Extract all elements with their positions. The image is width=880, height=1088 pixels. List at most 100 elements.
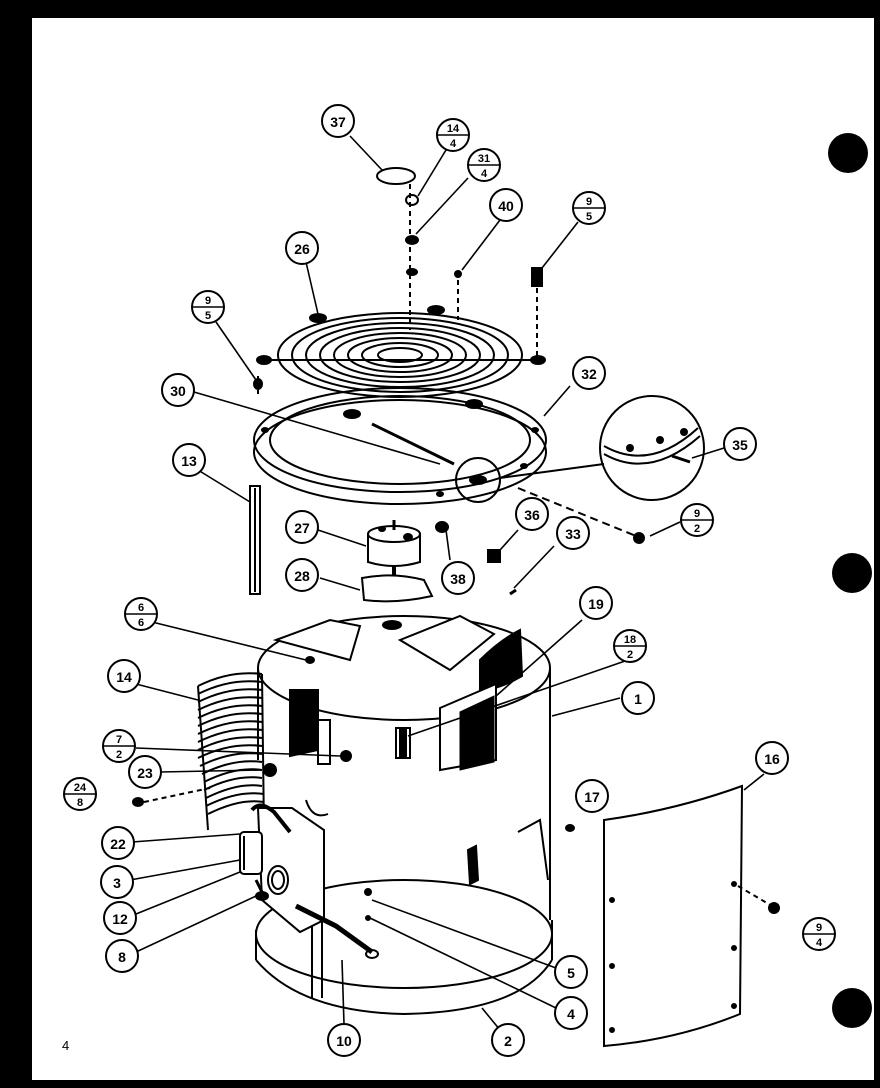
callout-35: 35 [723, 427, 757, 461]
callout-label: 4 [567, 1006, 575, 1022]
fan-motor [367, 520, 421, 600]
registration-dot-bottom [832, 988, 872, 1028]
callout-24-8: 24 8 [63, 777, 97, 811]
part-screw [454, 270, 462, 278]
callout-19: 19 [579, 586, 613, 620]
callout-label: 37 [330, 114, 346, 130]
callout-9-5-left: 9 5 [191, 290, 225, 324]
callout-label: 2 [504, 1033, 512, 1049]
callout-label: 32 [581, 366, 597, 382]
rod [249, 485, 261, 595]
callout-top: 18 [624, 634, 636, 646]
part-cap [376, 167, 416, 185]
callout-1: 1 [621, 681, 655, 715]
part-washer [405, 235, 419, 245]
callout-16: 16 [755, 741, 789, 775]
callout-label: 14 [116, 669, 132, 685]
callout-40: 40 [489, 188, 523, 222]
callout-36: 36 [515, 497, 549, 531]
part-nut [405, 194, 419, 206]
callout-top: 7 [116, 734, 122, 746]
callout-label: 22 [110, 836, 126, 852]
callout-label: 19 [588, 596, 604, 612]
part-clip [487, 549, 501, 563]
callout-bottom: 2 [627, 649, 633, 661]
callout-32: 32 [572, 356, 606, 390]
callout-2: 2 [491, 1023, 525, 1057]
callout-top: 14 [447, 123, 460, 135]
callout-label: 33 [565, 526, 581, 542]
callout-bottom: 6 [138, 617, 144, 629]
callout-top: 9 [816, 922, 822, 934]
callout-label: 40 [498, 198, 514, 214]
callout-balloons: 37 14 4 31 4 40 9 5 26 [63, 104, 836, 1057]
callout-label: 23 [137, 765, 153, 781]
cabinet [255, 614, 553, 1016]
callout-top: 9 [205, 295, 211, 307]
top-ring [253, 387, 547, 505]
callout-bottom: 2 [694, 523, 700, 535]
callout-12: 12 [103, 901, 137, 935]
callout-top: 9 [586, 196, 592, 208]
leader-lines [129, 135, 765, 1031]
callout-bottom: 4 [450, 138, 457, 150]
callout-8: 8 [105, 939, 139, 973]
callout-label: 27 [294, 520, 310, 536]
callout-9-2: 9 2 [680, 503, 714, 537]
compressor-assembly [132, 750, 379, 959]
callout-label: 36 [524, 507, 540, 523]
callout-label: 30 [170, 383, 186, 399]
paper [32, 18, 874, 1080]
drawing-linework [132, 167, 780, 1048]
callout-14-4: 14 4 [436, 118, 470, 152]
part-washer-2 [406, 268, 418, 276]
callout-4: 4 [554, 996, 588, 1030]
callout-top: 31 [478, 153, 490, 165]
callout-17: 17 [575, 779, 609, 813]
callout-bottom: 2 [116, 749, 122, 761]
callout-6-6: 6 6 [124, 597, 158, 631]
callout-14: 14 [107, 659, 141, 693]
callout-9-5-upper: 9 5 [572, 191, 606, 225]
detail-magnifier [499, 395, 705, 501]
callout-label: 16 [764, 751, 780, 767]
callout-label: 38 [450, 571, 466, 587]
callout-label: 17 [584, 789, 600, 805]
callout-5: 5 [554, 955, 588, 989]
callout-37: 37 [321, 104, 355, 138]
callout-label: 35 [732, 437, 748, 453]
condenser-coil [197, 672, 265, 831]
callout-10: 10 [327, 1023, 361, 1057]
callout-13: 13 [172, 443, 206, 477]
callout-bottom: 4 [481, 168, 488, 180]
callout-bottom: 8 [77, 797, 83, 809]
callout-label: 28 [294, 568, 310, 584]
callout-top: 9 [694, 508, 700, 520]
callout-22: 22 [101, 826, 135, 860]
callout-38: 38 [441, 561, 475, 595]
page-number: 4 [62, 1038, 70, 1053]
callout-bottom: 4 [816, 937, 823, 949]
callout-33: 33 [556, 516, 590, 550]
front-panel [565, 784, 780, 1048]
callout-31-4: 31 4 [467, 148, 501, 182]
callout-bottom: 5 [205, 310, 211, 322]
callout-7-2: 7 2 [102, 729, 136, 763]
callout-26: 26 [285, 231, 319, 265]
callout-bottom: 5 [586, 211, 592, 223]
callout-top: 6 [138, 602, 144, 614]
callout-18-2: 18 2 [613, 629, 647, 663]
callout-label: 26 [294, 241, 310, 257]
registration-dot-middle [832, 553, 872, 593]
callout-top: 24 [74, 782, 87, 794]
callout-label: 12 [112, 911, 128, 927]
callout-label: 8 [118, 949, 126, 965]
callout-label: 10 [336, 1033, 352, 1049]
callout-23: 23 [128, 755, 162, 789]
callout-9-4: 9 4 [802, 917, 836, 951]
callout-27: 27 [285, 510, 319, 544]
callout-label: 1 [634, 691, 642, 707]
callout-30: 30 [161, 373, 195, 407]
